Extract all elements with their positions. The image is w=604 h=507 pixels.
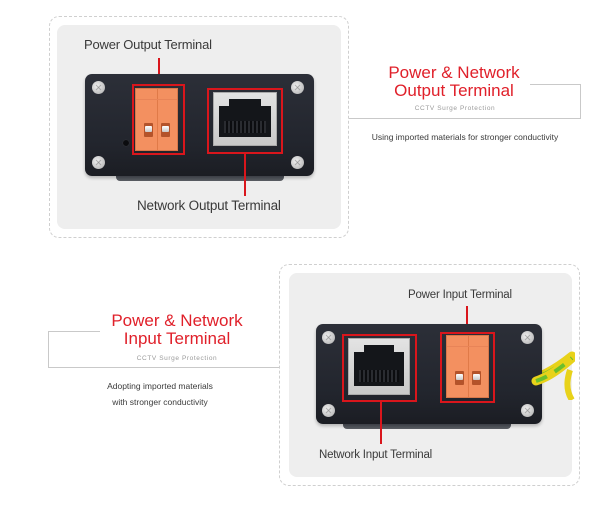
network-output-label: Network Output Terminal (137, 198, 281, 213)
output-bracket-top (530, 84, 580, 85)
input-device-foot (343, 424, 511, 429)
terminal-ridge (136, 99, 177, 100)
output-info-title-line2: Output Terminal (394, 81, 514, 100)
power-input-highlight (440, 332, 495, 403)
input-bracket-bottom (48, 367, 279, 368)
output-section-frame (49, 16, 349, 238)
network-output-highlight (207, 88, 283, 154)
indicator-led (123, 140, 129, 146)
input-info-title-line2: Input Terminal (123, 329, 231, 348)
screw-slot (455, 371, 464, 385)
screw-slot (472, 371, 481, 385)
output-info-description: Using imported materials for stronger co… (371, 132, 559, 142)
power-input-label: Power Input Terminal (408, 289, 512, 301)
output-info-subtitle: CCTV Surge Protection (414, 105, 496, 112)
network-output-pointer-line (244, 154, 246, 196)
screw-icon (322, 404, 335, 417)
terminal-divider (467, 336, 469, 397)
input-section-frame (279, 264, 580, 486)
screw-icon (291, 81, 304, 94)
output-info-title-line1: Power & Network (388, 63, 520, 82)
network-input-pointer-line (380, 402, 382, 444)
screw-icon (521, 331, 534, 344)
terminal-ridge (447, 346, 488, 347)
input-bracket-top (48, 331, 100, 332)
power-output-highlight (132, 84, 185, 155)
input-info-description-line2: with stronger conductivity (112, 397, 208, 407)
port-pins (224, 121, 266, 133)
port-latch (229, 99, 261, 108)
power-output-pointer-line (158, 58, 160, 84)
port-latch (364, 345, 394, 354)
power-input-terminal (446, 335, 489, 398)
screw-slot (144, 123, 153, 137)
output-device-body (85, 74, 314, 176)
input-bracket-left (48, 331, 49, 367)
screw-icon (291, 156, 304, 169)
output-bracket-right (580, 84, 581, 118)
network-output-port (213, 92, 277, 146)
screw-slot (161, 123, 170, 137)
terminal-divider (156, 89, 158, 150)
output-device-foot (116, 176, 284, 181)
network-input-label: Network Input Terminal (319, 449, 432, 461)
network-input-highlight (342, 334, 417, 402)
power-output-label: Power Output Terminal (84, 37, 212, 52)
screw-icon (322, 331, 335, 344)
screw-icon (92, 81, 105, 94)
power-input-pointer-line (466, 306, 468, 329)
screw-icon (521, 404, 534, 417)
network-input-port (348, 338, 410, 395)
input-info-title-line1: Power & Network (111, 311, 243, 330)
ground-cable-front (531, 353, 575, 386)
screw-icon (92, 156, 105, 169)
port-pins (359, 370, 399, 382)
input-info-description-line1: Adopting imported materials (107, 381, 213, 391)
power-output-terminal (135, 88, 178, 151)
output-bracket-bottom (349, 118, 581, 119)
input-info-subtitle: CCTV Surge Protection (136, 355, 218, 362)
